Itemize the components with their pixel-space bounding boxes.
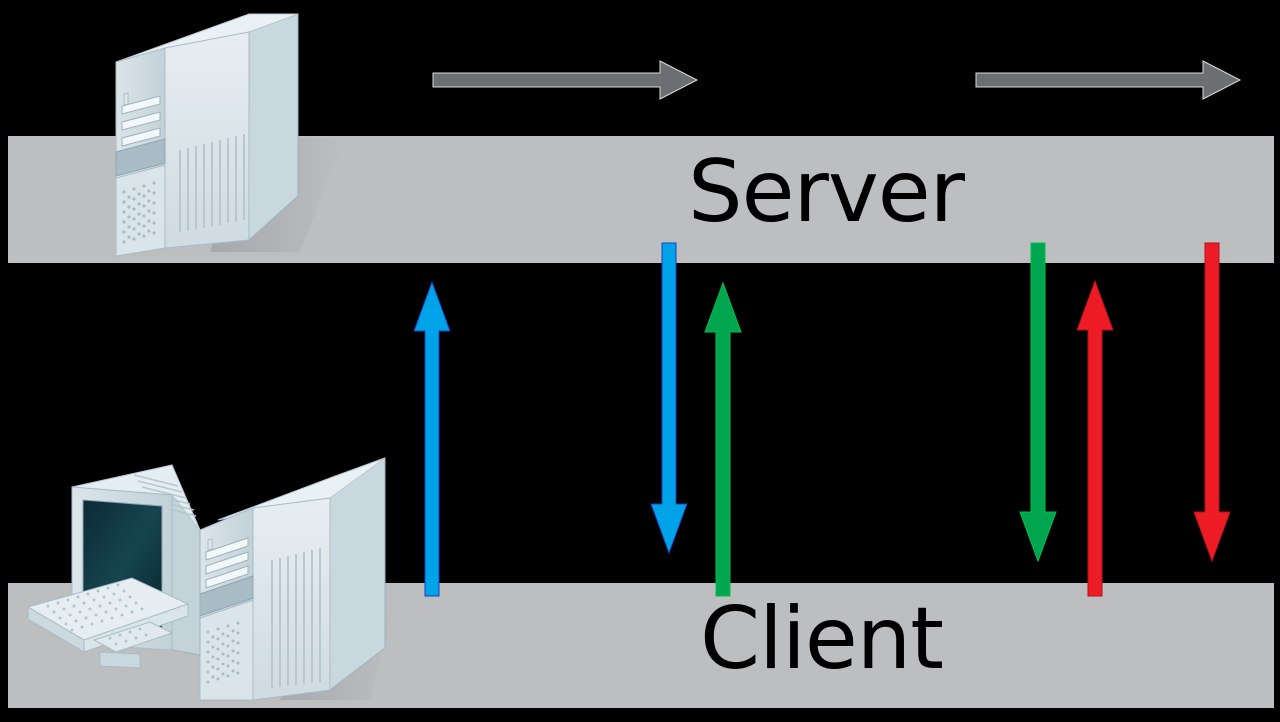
green-response-arrow (1019, 242, 1057, 563)
client-lane-label: Client (700, 589, 944, 689)
time-arrow-1 (432, 60, 699, 100)
time-arrow-2 (975, 60, 1242, 100)
server-lane-label: Server (688, 142, 965, 242)
blue-response-1-arrow (650, 242, 688, 555)
red-response-arrow (1193, 242, 1231, 563)
green-request-arrow (704, 281, 742, 597)
desktop-computer-icon (26, 457, 400, 701)
blue-request-1-arrow (413, 280, 451, 597)
red-request-arrow (1076, 279, 1114, 597)
server-tower-icon (115, 13, 345, 257)
